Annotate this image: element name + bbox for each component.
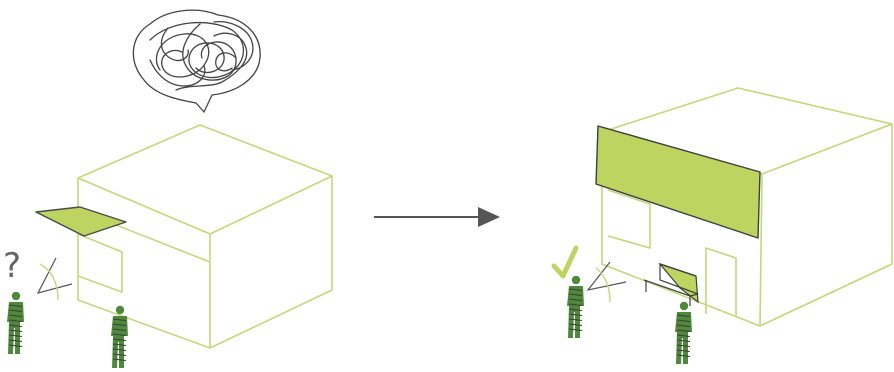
person-icon [111,305,128,368]
view-cone-right [586,261,627,303]
person-icon [7,291,24,354]
building-before [77,124,333,349]
question-mark: ? [3,246,21,286]
large-sign [595,125,761,239]
right-arrow-icon [374,207,500,227]
check-mark [551,245,579,279]
bench [643,262,699,306]
view-cone-left [36,257,73,301]
person-icon [567,275,584,338]
tangled-brain-icon [132,9,261,113]
small-sign [35,206,127,237]
person-icon [675,301,692,364]
